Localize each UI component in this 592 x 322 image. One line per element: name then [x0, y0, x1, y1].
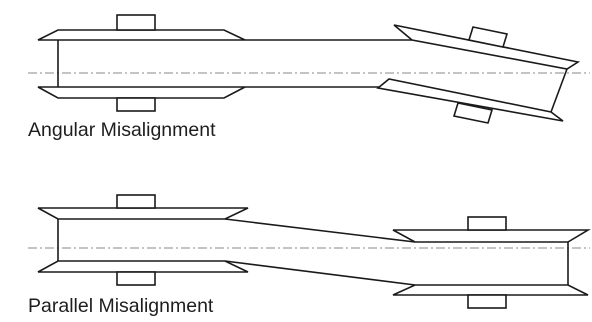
angular-left-pulley-upper-flange	[37, 29, 246, 41]
parallel-right-pulley-upper-flange	[392, 229, 591, 243]
angular-right-pulley-hub-top	[467, 26, 509, 48]
parallel-right-pulley-lower-flange	[392, 284, 589, 296]
parallel-right-pulley-hub-bottom	[467, 294, 507, 309]
parallel-left-pulley	[37, 194, 249, 286]
angular-misalignment-caption: Angular Misalignment	[28, 119, 216, 141]
parallel-left-pulley-lower-flange	[37, 260, 249, 273]
angular-left-pulley	[37, 14, 246, 112]
angular-left-pulley-hub-top	[116, 14, 156, 31]
parallel-right-pulley	[392, 216, 591, 309]
parallel-left-pulley-hub-bottom	[116, 271, 156, 286]
parallel-left-pulley-hub-top	[116, 194, 156, 209]
parallel-belt-top-edge	[224, 218, 416, 243]
parallel-belt-bottom-edge	[224, 260, 416, 286]
angular-right-pulley-end	[550, 68, 568, 113]
angular-left-pulley-hub-bottom	[116, 97, 156, 112]
parallel-misalignment-figure	[28, 194, 591, 309]
parallel-belt	[224, 218, 416, 286]
angular-belt	[245, 39, 412, 88]
angular-right-pulley-hub-bottom	[452, 102, 494, 124]
parallel-misalignment-caption: Parallel Misalignment	[28, 295, 214, 317]
parallel-left-pulley-upper-flange	[37, 207, 249, 220]
angular-right-pulley	[376, 24, 581, 124]
parallel-right-pulley-hub-top	[467, 216, 507, 231]
angular-misalignment-figure	[28, 14, 590, 124]
angular-left-pulley-lower-flange	[37, 86, 246, 99]
